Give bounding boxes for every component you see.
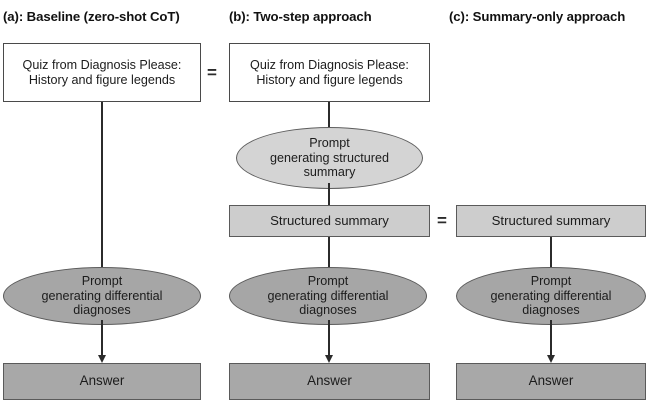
connector-c-prompt-to-answer: [550, 320, 552, 358]
connector-b-prompt-to-answer: [328, 320, 330, 358]
answer-box-b: Answer: [229, 363, 430, 400]
structured-summary-box-b: Structured summary: [229, 205, 430, 237]
prompt-summary-ellipse-b-label: Prompt generating structured summary: [269, 136, 389, 180]
connector-b-summary-to-prompt-dx: [328, 237, 330, 273]
answer-box-a: Answer: [3, 363, 201, 400]
connector-b-prompt-summary-to-summary: [328, 183, 330, 207]
arrow-head-c: [546, 355, 555, 363]
quiz-box-b-label: Quiz from Diagnosis Please: History and …: [250, 57, 409, 87]
quiz-box-a-label: Quiz from Diagnosis Please: History and …: [22, 57, 182, 87]
structured-summary-box-c: Structured summary: [456, 205, 646, 237]
quiz-box-a: Quiz from Diagnosis Please: History and …: [3, 43, 201, 102]
connector-b-quiz-to-prompt-summary: [328, 102, 330, 129]
quiz-box-b: Quiz from Diagnosis Please: History and …: [229, 43, 430, 102]
prompt-summary-ellipse-b: Prompt generating structured summary: [236, 127, 423, 189]
column-c-header: (c): Summary-only approach: [449, 9, 626, 24]
answer-box-c-label: Answer: [528, 373, 574, 389]
connector-c-summary-to-prompt-dx: [550, 237, 552, 273]
answer-box-b-label: Answer: [307, 373, 352, 389]
column-a-header: (a): Baseline (zero-shot CoT): [3, 9, 180, 24]
arrow-head-a: [97, 355, 106, 363]
equals-sign-quiz: =: [207, 63, 217, 82]
structured-summary-box-c-label: Structured summary: [491, 212, 611, 228]
answer-box-c: Answer: [456, 363, 646, 400]
answer-box-a-label: Answer: [79, 373, 125, 389]
prompt-differential-ellipse-a-label: Prompt generating differential diagnoses: [41, 274, 163, 318]
column-b-header: (b): Two-step approach: [229, 9, 372, 24]
prompt-differential-ellipse-b-label: Prompt generating differential diagnoses: [267, 274, 389, 318]
prompt-differential-ellipse-a: Prompt generating differential diagnoses: [3, 267, 201, 325]
arrow-head-b: [324, 355, 333, 363]
structured-summary-box-b-label: Structured summary: [270, 212, 389, 228]
prompt-differential-ellipse-b: Prompt generating differential diagnoses: [229, 267, 427, 325]
connector-a-quiz-to-prompt: [101, 102, 103, 274]
equals-sign-summary: =: [437, 211, 447, 230]
prompt-differential-ellipse-c-label: Prompt generating differential diagnoses: [490, 274, 612, 318]
connector-a-prompt-to-answer: [101, 320, 103, 358]
prompt-differential-ellipse-c: Prompt generating differential diagnoses: [456, 267, 646, 325]
